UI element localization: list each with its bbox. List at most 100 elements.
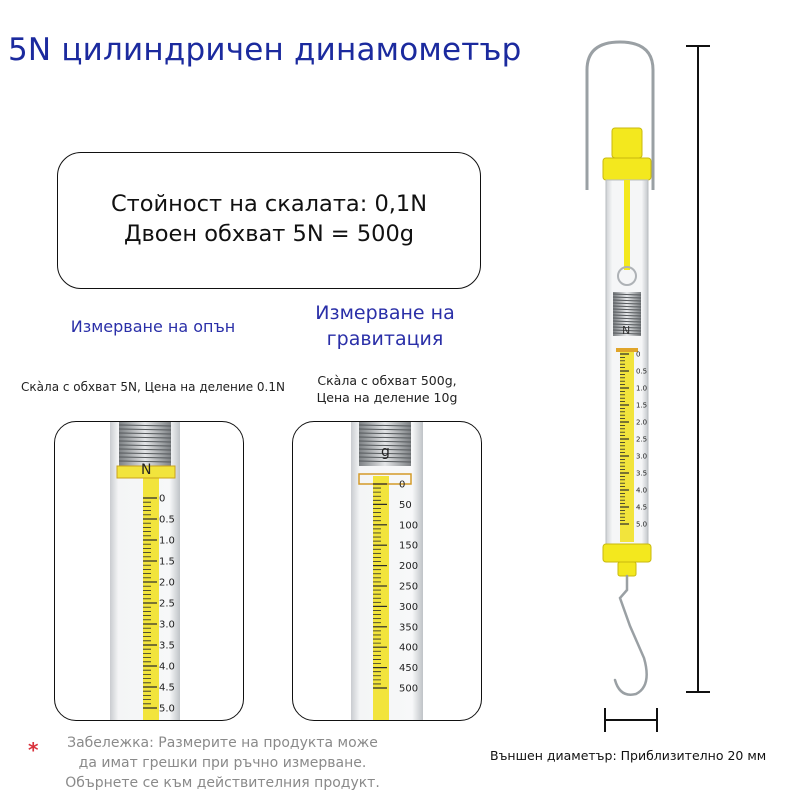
spec-box: Стойност на скалата: 0,1N Двоен обхват 5… [57, 152, 481, 289]
diameter-label: Външен диаметър: Приблизително 20 мм [490, 748, 767, 763]
note-asterisk: * [28, 738, 39, 762]
spring-coil [612, 302, 642, 305]
gravity-heading-line-2: гравитация [326, 328, 444, 350]
scale-label: 350 [399, 622, 418, 633]
scale-label: 1.5 [636, 401, 647, 409]
spring-coil [118, 424, 172, 427]
scale-label: 0 [636, 350, 640, 358]
scale-label: 250 [399, 582, 418, 593]
top-knob [611, 127, 643, 159]
wire-handle [585, 40, 655, 190]
gravity-caption-line-1: Скàла с обхват 500g, [317, 373, 457, 388]
yellow-scale-rod [620, 352, 634, 542]
scale-label: 4.5 [159, 683, 175, 694]
scale-label: 400 [399, 643, 418, 654]
gravity-caption-line-2: Цена на деление 10g [316, 390, 458, 405]
scale-label: 450 [399, 663, 418, 674]
scale-label: 5.0 [159, 704, 175, 715]
spring-coil [358, 456, 412, 459]
newton-unit-label: N [141, 462, 151, 478]
spring-coil [612, 305, 642, 308]
tension-heading: Измерване на опън [70, 317, 236, 336]
spring-coil [612, 323, 642, 326]
newton-unit-label: N [622, 324, 630, 337]
spring-coil [118, 448, 172, 451]
page-title: 5N цилиндричен динамометър [8, 32, 522, 68]
gravity-heading: Измерване на гравитация [290, 300, 480, 352]
top-cap [602, 157, 652, 181]
spring-coil [118, 436, 172, 439]
spring-coil [358, 460, 412, 463]
spring [119, 422, 171, 466]
spring-coil [612, 329, 642, 332]
spring-coil [118, 456, 172, 459]
scale-label: 0.5 [159, 515, 175, 526]
gravity-heading-line-1: Измерване на [315, 302, 455, 324]
note-line-3: Обърнете се към действителния продукт. [65, 775, 380, 791]
scale-label: 2.0 [159, 578, 175, 589]
spring-coil [612, 299, 642, 302]
spring-coil [358, 424, 412, 427]
diameter-dimension-marker [604, 708, 658, 732]
spring-coil [118, 428, 172, 431]
scale-label: 1.0 [636, 384, 647, 392]
disclaimer-note: Забележка: Размерите на продукта може да… [50, 733, 395, 793]
scale-label: 100 [399, 520, 418, 531]
spring-coil [612, 314, 642, 317]
scale-label: 4.5 [636, 503, 647, 511]
scale-label: 1.0 [159, 536, 175, 547]
spring-coil [612, 311, 642, 314]
hook [613, 574, 648, 696]
spring-coil [612, 308, 642, 311]
note-line-1: Забележка: Размерите на продукта може [67, 735, 378, 751]
spring-coil [118, 452, 172, 455]
spring-coil [358, 444, 412, 447]
spring-coil [118, 440, 172, 443]
spring-coil [358, 436, 412, 439]
spring-coil [358, 452, 412, 455]
scale-label: 3.0 [636, 452, 647, 460]
scale-label: 3.5 [636, 469, 647, 477]
spring-coil [612, 320, 642, 323]
scale-value-text: Стойност на скалата: 0,1N [110, 191, 428, 217]
newton-scale-illustration: N 00.51.01.52.02.53.03.54.04.55.0 [110, 422, 180, 720]
tension-scale-caption: Скàла с обхват 5N, Цена на деление 0.1N [21, 380, 285, 394]
scale-label: 150 [399, 541, 418, 552]
range-text: Двоен обхват 5N = 500g [123, 221, 415, 247]
height-dimension-marker [686, 45, 710, 693]
gravity-scale-caption: Скàла с обхват 500g, Цена на деление 10g [292, 372, 482, 406]
yellow-scale-rod [143, 476, 159, 720]
scale-label: 300 [399, 602, 418, 613]
spring-coil [358, 428, 412, 431]
scale-label: 2.0 [636, 418, 647, 426]
scale-label: 0 [399, 480, 405, 491]
scale-label: 5.0 [636, 520, 647, 528]
gram-unit-label: g [381, 444, 390, 460]
spring [613, 292, 641, 336]
spring-coil [358, 432, 412, 435]
indicator-ring [616, 348, 638, 352]
scale-label: 500 [399, 684, 418, 695]
spring-coil [118, 432, 172, 435]
note-line-2: да имат грешки при ръчно измерване. [78, 755, 367, 771]
scale-label: 0 [159, 494, 165, 505]
scale-label: 3.5 [159, 641, 175, 652]
scale-label: 3.0 [159, 620, 175, 631]
spring-coil [612, 326, 642, 329]
scale-label: 4.0 [636, 486, 647, 494]
spring-coil [358, 440, 412, 443]
scale-label: 0.5 [636, 367, 647, 375]
scale-label: 1.5 [159, 557, 175, 568]
dynamometer-illustration: N 00.51.01.52.02.53.03.54.04.55.0 [585, 40, 655, 696]
inner-rod [624, 180, 630, 270]
spring-coil [612, 332, 642, 335]
spring-coil [358, 448, 412, 451]
inner-ring [617, 266, 637, 286]
scale-label: 200 [399, 561, 418, 572]
indicator-ring [116, 465, 176, 479]
bottom-cap [602, 543, 652, 563]
spring-coil [612, 296, 642, 299]
